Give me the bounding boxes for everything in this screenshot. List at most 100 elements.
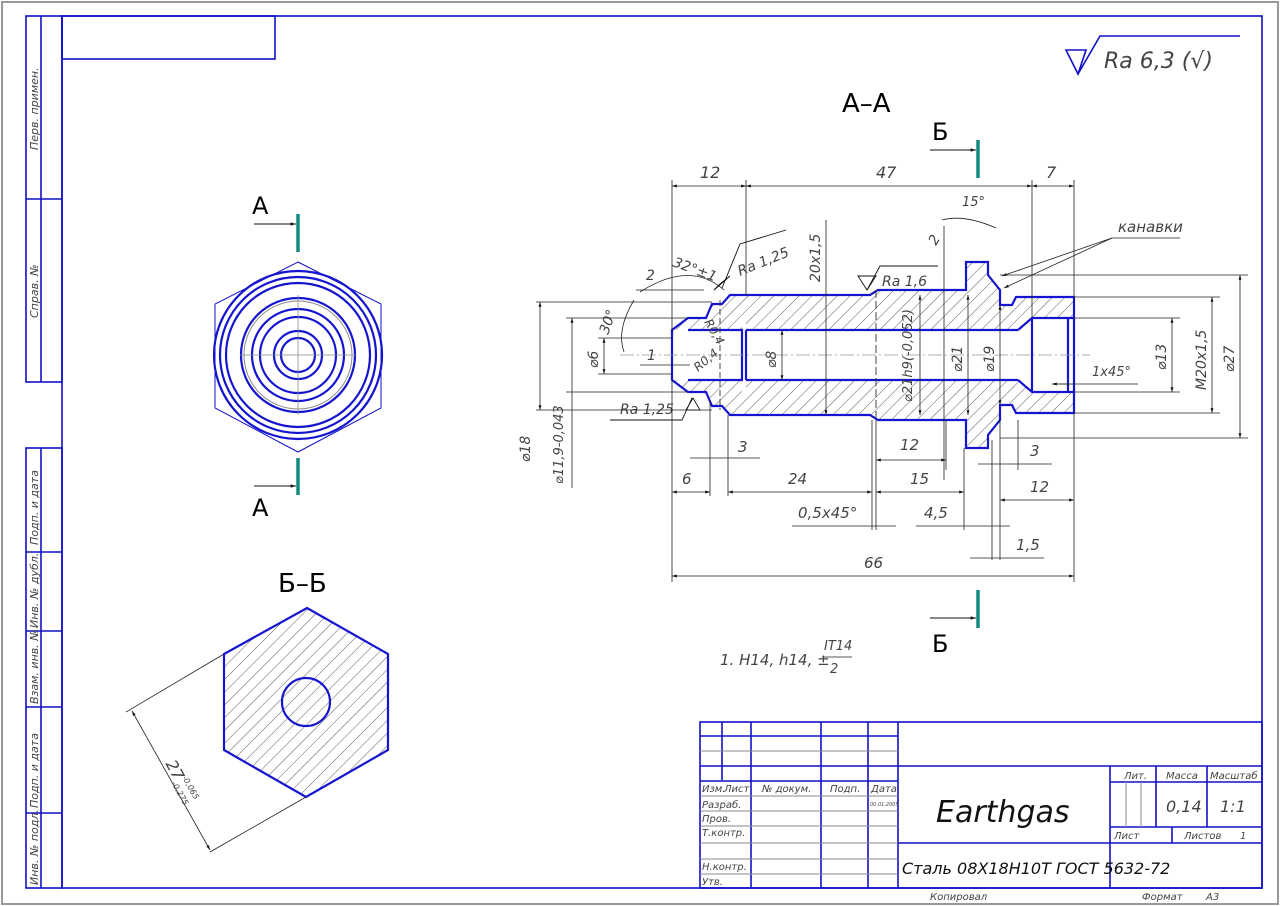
- dim-bottom-66: 66: [864, 554, 883, 572]
- tb-sheets-value: 1: [1240, 831, 1246, 842]
- tb-mass-label: Масса: [1166, 771, 1198, 782]
- note-1-numerator: IT14: [824, 639, 852, 654]
- side-label-6: Инв. № подл.: [28, 809, 41, 885]
- format-value: А3: [1205, 892, 1219, 903]
- right-diameter-lines: [1000, 274, 1248, 439]
- dim-dia-19: ⌀19: [982, 346, 998, 372]
- tb-scale-value: 1:1: [1220, 797, 1246, 816]
- dim-thread-m20: M20x1,5: [1194, 329, 1210, 390]
- dim-top-47: 47: [876, 163, 897, 182]
- angle-arc-32: [639, 275, 725, 293]
- middle-diameter-lines: [780, 220, 1002, 480]
- dim-radius-2: R0,4: [691, 346, 721, 374]
- tb-header-izm: Изм.: [702, 784, 726, 795]
- section-bb-view: [125, 606, 390, 853]
- grooves-callout-lines: [1001, 237, 1180, 289]
- dim-bottom-12-right: 12: [1030, 478, 1049, 496]
- dim-dia-11-9: ⌀11,9-0,043: [552, 405, 567, 484]
- angle-arc-15: [941, 217, 997, 229]
- tb-row-developer: Разраб.: [702, 799, 741, 811]
- tb-product-name: Earthgas: [936, 795, 1070, 830]
- roughness-general-symbol: [1064, 35, 1240, 77]
- dim-bottom-12-mid: 12: [900, 436, 919, 454]
- tb-scale-label: Масштаб: [1210, 770, 1258, 782]
- tb-row-tcontrol: Т.контр.: [702, 828, 745, 839]
- cut-marker-b-bottom: [930, 590, 980, 628]
- hex-size-dimension: 27 -0,065 -0,275: [162, 756, 201, 806]
- roughness-1: Ra 1,25: [736, 245, 792, 280]
- side-label-1: Справ. №: [28, 264, 41, 318]
- dim-bottom-15: 15: [910, 470, 929, 488]
- tb-header-doc: № докум.: [761, 784, 811, 795]
- tb-row-checked: Пров.: [702, 814, 731, 825]
- tb-sheets-label: Листов: [1183, 831, 1221, 842]
- cut-marker-a-top: [254, 214, 300, 252]
- side-label-0: Перв. примен.: [28, 67, 41, 150]
- tb-material: Сталь 08Х18Н10Т ГОСТ 5632-72: [902, 859, 1170, 878]
- cut-label-b-top: Б: [932, 118, 948, 146]
- dim-dia-21: ⌀21: [950, 346, 966, 372]
- dim-bottom-24: 24: [788, 470, 807, 488]
- tb-row-ncontrol: Н.контр.: [702, 862, 747, 873]
- tb-mass-value: 0,14: [1166, 797, 1202, 816]
- tb-lit-label: Лит.: [1123, 771, 1147, 782]
- dim-bottom-chamfer: 0,5x45°: [798, 504, 857, 522]
- note-1-denominator: 2: [830, 662, 838, 677]
- dim-dia-21h9: ⌀21h9(-0,052): [901, 309, 916, 402]
- left-diameter-lines: [536, 301, 712, 488]
- cut-label-a-top: А: [252, 192, 269, 220]
- dim-small-1: 1: [647, 348, 656, 364]
- dim-dia-27: ⌀27: [1222, 346, 1238, 372]
- roughness-general-text: Ra 6,3 (√): [1104, 49, 1213, 74]
- dim-bottom-1-5: 1,5: [1016, 536, 1040, 554]
- dim-top-12: 12: [700, 163, 720, 182]
- side-label-5: Подп. и дата: [28, 733, 41, 808]
- top-dimension-lines: [671, 180, 1075, 330]
- cut-marker-b-top: [930, 140, 980, 178]
- section-aa-title: А–А: [842, 89, 891, 119]
- dim-angle-30: 30°: [597, 308, 621, 337]
- side-strip-top: [25, 15, 63, 383]
- bottom-dimension-lines: [671, 380, 1075, 582]
- roughness-callout-3: [857, 265, 938, 291]
- angle-arc-30: [621, 299, 635, 353]
- front-view: [212, 261, 384, 453]
- dim-bottom-4-5: 4,5: [924, 504, 948, 522]
- tb-header-list: Лист: [723, 784, 751, 795]
- tb-header-date: Дата: [870, 784, 897, 795]
- dim-thread-20: 20x1,5: [808, 234, 824, 282]
- cut-label-a-bottom: А: [252, 494, 269, 522]
- dim-chamfer-1x45: 1x45°: [1092, 365, 1131, 380]
- dim-bottom-6: 6: [682, 470, 692, 488]
- dim-bottom-3-right: 3: [1030, 442, 1040, 460]
- dim-dia-18: ⌀18: [518, 436, 534, 462]
- dim-small-2-right: 2: [926, 232, 944, 248]
- dim-angle-15: 15°: [962, 195, 985, 210]
- roughness-3: Ra 1,6: [882, 274, 927, 290]
- dim-dia-8: ⌀8: [764, 351, 780, 368]
- side-label-3: Инв. № дубл.: [28, 553, 41, 628]
- dim-small-2-left: 2: [646, 268, 655, 284]
- grooves-callout: канавки: [1118, 218, 1183, 236]
- side-strip-bottom: [25, 447, 63, 889]
- side-label-4: Взам. инв. №: [28, 629, 41, 704]
- cut-marker-a-bottom: [254, 458, 300, 495]
- format-label: Формат: [1142, 892, 1184, 903]
- tb-row-approved: Утв.: [702, 877, 723, 888]
- tb-date-value: 00.01.2005: [870, 802, 899, 808]
- roughness-callout-1: [713, 229, 787, 291]
- top-left-box: [61, 15, 276, 60]
- dim-top-7: 7: [1046, 163, 1057, 182]
- cut-label-b-bottom: Б: [932, 630, 948, 658]
- tb-sheet-label: Лист: [1113, 831, 1141, 842]
- dim-dia-6: ⌀6: [586, 351, 602, 368]
- dim-angle-32: 32°±1: [671, 255, 719, 286]
- note-1: 1. H14, h14, ±: [720, 651, 830, 669]
- side-label-2: Подп. и дата: [28, 470, 41, 545]
- dim-bottom-3-left: 3: [738, 438, 748, 456]
- section-bb-title: Б–Б: [278, 569, 327, 599]
- dim-dia-13: ⌀13: [1154, 344, 1170, 370]
- tb-header-sign: Подп.: [830, 784, 860, 795]
